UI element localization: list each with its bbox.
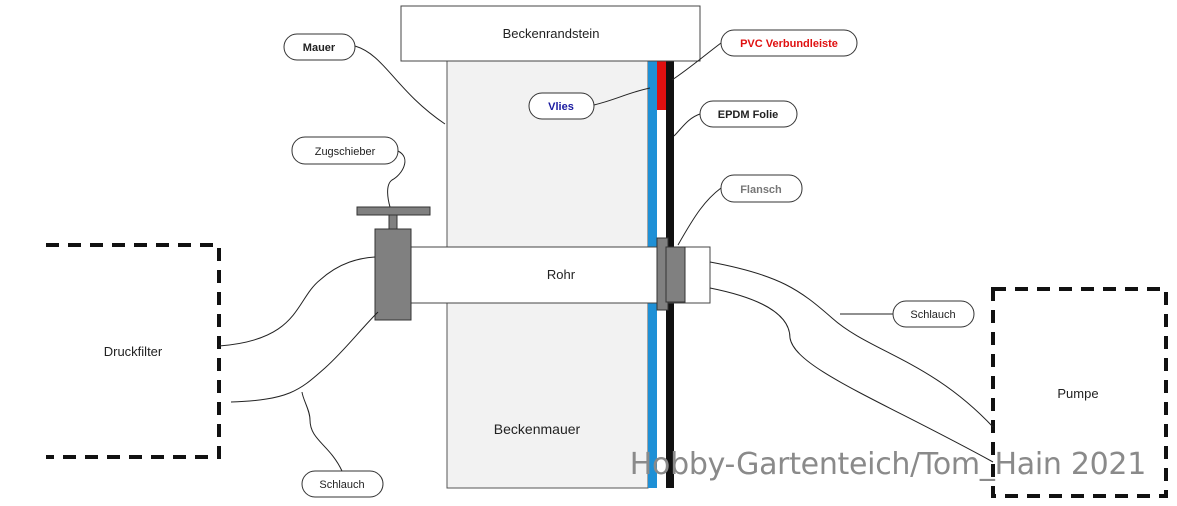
flansch-label: Flansch — [740, 184, 782, 196]
zugschieber-body — [374, 228, 412, 321]
schlauch-right-label: Schlauch — [910, 309, 955, 321]
schlauch-left-connector — [301, 391, 343, 472]
pvc-connector — [671, 42, 722, 81]
flansch-outer — [665, 246, 686, 303]
flansch-callout — [720, 174, 803, 203]
vlies-label: Vlies — [548, 101, 574, 113]
beckenmauer-label: Beckenmauer — [494, 421, 581, 437]
pumpe-label: Pumpe — [1057, 386, 1098, 401]
schlauch-left-label: Schlauch — [319, 479, 364, 491]
schlauch-left-callout — [301, 470, 384, 498]
rohr-label: Rohr — [547, 267, 576, 282]
schlauch-left-upper — [218, 256, 376, 347]
zugschieber-connector — [387, 150, 406, 208]
schlauch-left-lower — [230, 311, 379, 403]
druckfilter-box — [46, 243, 221, 459]
pumpe-box — [991, 287, 1168, 498]
schlauch-right-lower — [709, 287, 994, 463]
vlies-callout — [528, 92, 595, 120]
beckenrandstein-block — [400, 5, 701, 62]
zugschieber-stem — [388, 214, 398, 230]
pvc-verbundleiste-strip — [657, 58, 666, 110]
pvc-label: PVC Verbundleiste — [740, 38, 838, 50]
zugschieber-callout — [291, 136, 399, 165]
epdm-callout — [699, 100, 798, 128]
epdm-label: EPDM Folie — [718, 109, 779, 121]
mauer-connector — [354, 45, 446, 125]
mauer-label: Mauer — [303, 42, 336, 54]
vlies-connector — [593, 87, 651, 106]
zugschieber-handle — [356, 206, 431, 216]
mauer-callout — [283, 33, 356, 61]
beckenrandstein-label: Beckenrandstein — [503, 26, 600, 41]
druckfilter-label: Druckfilter — [104, 344, 163, 359]
flansch-connector — [677, 187, 722, 246]
schlauch-right-upper — [709, 261, 994, 428]
epdm-connector — [673, 113, 701, 137]
pvc-callout — [720, 29, 858, 57]
watermark: Hobby-Gartenteich/Tom_Hain 2021 — [630, 447, 1146, 482]
zugschieber-label: Zugschieber — [315, 146, 376, 158]
schlauch-right-callout — [892, 300, 975, 328]
